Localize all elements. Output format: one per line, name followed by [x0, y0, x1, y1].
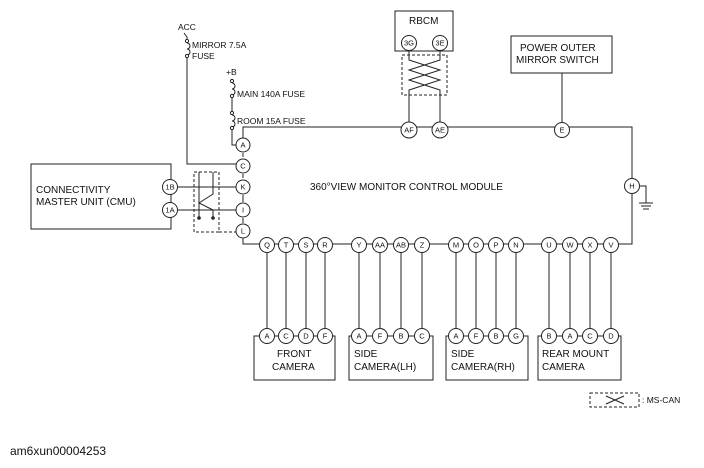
pin-label: D [303, 332, 309, 341]
pin-label: L [241, 227, 245, 236]
rbcm-label: RBCM [409, 16, 438, 27]
pin-label: P [493, 241, 498, 250]
pin-label: B [398, 332, 403, 341]
room-fuse-label: ROOM 15A FUSE [237, 116, 306, 126]
pin-label: O [473, 241, 479, 250]
pin-label: 1A [165, 206, 174, 215]
pin-label: A [567, 332, 572, 341]
pin-label: T [284, 241, 289, 250]
pin-label: F [378, 332, 383, 341]
twisted-pair-icon [605, 395, 625, 405]
pin-label: X [587, 241, 592, 250]
pin-label: D [608, 332, 614, 341]
pin-label: S [303, 241, 308, 250]
pin-label: C [587, 332, 593, 341]
pin-label: F [474, 332, 479, 341]
pin-label: A [356, 332, 361, 341]
module-left-pins: A C K I L [235, 137, 251, 239]
pin-label: G [513, 332, 519, 341]
pin-label: V [608, 241, 613, 250]
pin-label: Z [420, 241, 425, 250]
pin-label: A [453, 332, 458, 341]
pin-label: A [264, 332, 269, 341]
pin-label: 1B [165, 183, 174, 192]
ground-connection: H [624, 178, 653, 210]
power-mirror-label-2: MIRROR SWITCH [516, 55, 599, 66]
legend-label: : MS-CAN [642, 395, 680, 405]
rear-label-1: REAR MOUNT [542, 349, 609, 360]
pin-label: A [240, 141, 245, 150]
acc-mirror-fuse-circuit: ACC MIRROR 7.5A FUSE [178, 22, 247, 165]
pin-label: K [240, 183, 245, 192]
pin-label: F [323, 332, 328, 341]
pin-label: C [419, 332, 425, 341]
figure-id: am6xun00004253 [10, 444, 107, 458]
pin-label: AA [375, 241, 385, 250]
module-label: 360°VIEW MONITOR CONTROL MODULE [310, 182, 503, 193]
cmu-unit: CONNECTIVITY MASTER UNIT (CMU) 1B 1A [30, 163, 178, 230]
rbcm-can-wiring: AF AE [400, 51, 449, 139]
pin-label: B [493, 332, 498, 341]
pin-label: I [242, 206, 244, 215]
front-camera: A C D F FRONT CAMERA [253, 328, 336, 381]
side-lh-label-1: SIDE [354, 349, 378, 360]
main-fuse-label: MAIN 140A FUSE [237, 89, 305, 99]
front-camera-label-2: CAMERA [272, 362, 315, 373]
pin-label: H [629, 182, 634, 191]
pin-label: R [322, 241, 328, 250]
pin-label: AF [404, 126, 414, 135]
pin-label: E [559, 126, 564, 135]
side-camera-rh: A F B G SIDE CAMERA(RH) [445, 328, 529, 381]
rear-label-2: CAMERA [542, 362, 585, 373]
side-rh-label-2: CAMERA(RH) [451, 362, 515, 373]
side-camera-lh: A F B C SIDE CAMERA(LH) [348, 328, 434, 381]
mirror-fuse-label-2: FUSE [192, 51, 215, 61]
pin-label: M [453, 241, 459, 250]
pin-label: N [513, 241, 518, 250]
bottom-wiring [266, 253, 612, 328]
pin-label: Y [356, 241, 361, 250]
mirror-fuse-label-1: MIRROR 7.5A [192, 40, 247, 50]
power-mirror-label-1: POWER OUTER [520, 43, 596, 54]
plus-b-label: +B [226, 67, 237, 77]
front-camera-label-1: FRONT [277, 349, 311, 360]
cmu-can-wiring [177, 171, 236, 233]
acc-label: ACC [178, 22, 196, 32]
pin-label: AE [435, 126, 445, 135]
ms-can-legend: : MS-CAN [589, 392, 680, 408]
pin-label: C [240, 162, 246, 171]
pin-label: 3E [435, 39, 444, 48]
module-bottom-pins: Q T S R Y AA AB Z M O P N U W X V [259, 237, 619, 253]
cmu-label-1: CONNECTIVITY [36, 185, 111, 196]
pin-label: B [546, 332, 551, 341]
cmu-label-2: MASTER UNIT (CMU) [36, 197, 136, 208]
side-lh-label-2: CAMERA(LH) [354, 362, 416, 373]
pin-label: C [283, 332, 289, 341]
side-rh-label-1: SIDE [451, 349, 475, 360]
rear-camera: B A C D REAR MOUNT CAMERA [537, 328, 622, 381]
power-mirror-switch: POWER OUTER MIRROR SWITCH E [510, 35, 613, 138]
pin-label: Q [264, 241, 270, 250]
pin-label: AB [396, 241, 406, 250]
pin-label: U [546, 241, 551, 250]
pin-label: 3G [404, 39, 414, 48]
battery-fuse-circuit: +B MAIN 140A FUSE ROOM 15A FUSE [226, 67, 306, 146]
rbcm-unit: RBCM 3G 3E [394, 10, 454, 52]
pin-label: W [566, 241, 574, 250]
